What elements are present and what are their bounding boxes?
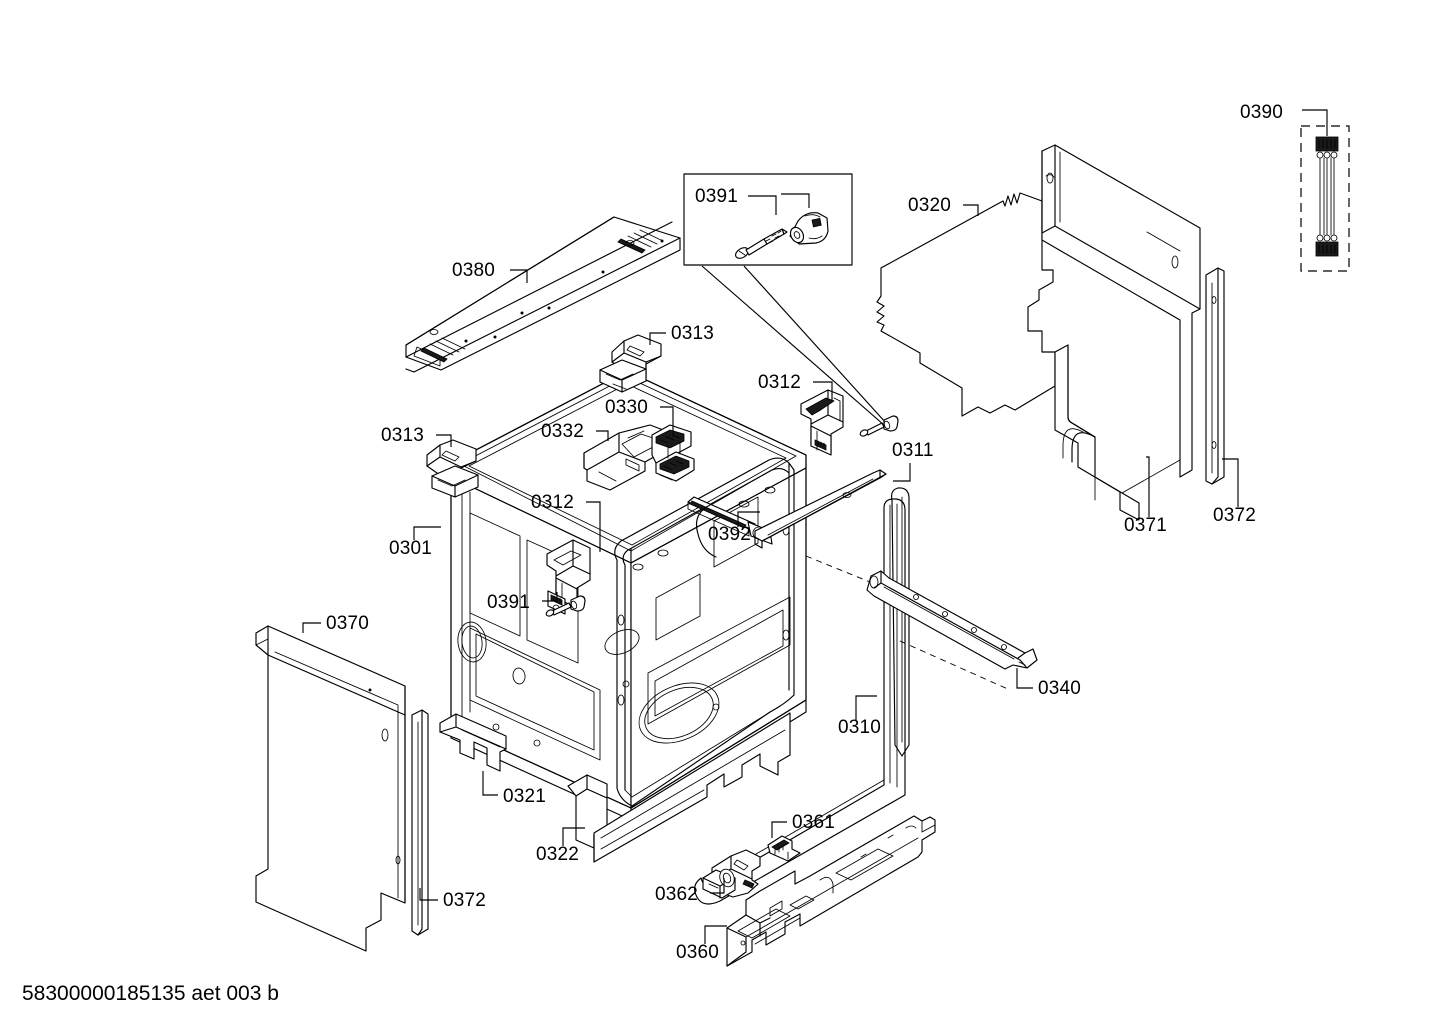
leader-line-0332 [596, 430, 609, 441]
callout-label-0330: 0330 [605, 397, 648, 418]
callout-label-0332: 0332 [541, 421, 584, 442]
callout-label-0370: 0370 [326, 613, 369, 634]
leader-line-0310 [855, 695, 877, 720]
leader-line-0372b [419, 888, 438, 901]
part-0313-bracket-left [426, 439, 479, 498]
callout-label-0322: 0322 [536, 844, 579, 865]
leader-0391-to-hardware [701, 265, 887, 426]
leader-line-0321 [482, 771, 498, 796]
leader-line-0312a [813, 381, 833, 400]
part-0360-base-tray [726, 815, 936, 967]
callout-group: 0390 0391 0320 0380 0313 0312 0330 0332 0313 0311… [302, 102, 1328, 963]
leader-line-0391b [542, 592, 558, 602]
part-0361-clip [767, 835, 801, 862]
part-0390-cable-harness [1300, 125, 1350, 272]
part-0320-rear-panel [876, 144, 1201, 521]
alignment-line-a [805, 555, 871, 583]
leader-line-0360 [704, 925, 727, 944]
leader-line-0301 [413, 526, 441, 540]
leader-line-0322 [562, 827, 585, 846]
part-0311-side-rail [754, 469, 887, 549]
leader-line-0330 [660, 406, 674, 434]
callout-label-0340: 0340 [1038, 678, 1081, 699]
leader-line-0362 [710, 878, 725, 894]
callout-label-0391b: 0391 [487, 592, 530, 613]
callout-label-0391a: 0391 [695, 186, 738, 207]
leader-line-0340 [1016, 668, 1033, 689]
part-0301-tub [450, 370, 807, 821]
part-0362-float-switch [702, 849, 761, 899]
part-0310-vertical-seal [891, 487, 910, 757]
callout-label-0362: 0362 [655, 884, 698, 905]
leader-line-0371 [1146, 456, 1150, 517]
leader-line-0312b [586, 501, 601, 552]
footer-part-code: 58300000185135 aet 003 b [22, 982, 279, 1005]
leader-line-0361 [771, 821, 787, 838]
screw-glyph [735, 228, 788, 259]
alignment-line-b [899, 640, 1011, 691]
leader-line-0370 [302, 622, 321, 633]
part-0391-screw-left [545, 595, 586, 617]
part-0370-door-panel [255, 625, 406, 952]
leader-line-0372a [1222, 458, 1239, 507]
leader-line-0313b [436, 434, 452, 447]
callout-label-0372a: 0372 [1213, 505, 1256, 526]
leader-line-0311 [893, 463, 911, 482]
callout-label-0301: 0301 [389, 538, 432, 559]
leader-line-0391a [748, 193, 810, 215]
part-0372-right-trim [1205, 267, 1225, 485]
callout-label-0392: 0392 [708, 524, 751, 545]
part-0330-lock-module [651, 424, 695, 482]
callout-label-0313a: 0313 [671, 323, 714, 344]
leader-line-0313a [649, 332, 666, 345]
callout-label-0361: 0361 [792, 812, 835, 833]
callout-label-0310: 0310 [838, 717, 881, 738]
part-0391-inset-box [683, 173, 853, 266]
callout-label-0380: 0380 [452, 260, 495, 281]
callout-label-0312b: 0312 [531, 492, 574, 513]
part-0321-base-support [439, 713, 507, 772]
leader-line-0320 [963, 204, 979, 216]
part-0372-left-trim [411, 709, 429, 936]
callout-label-0360: 0360 [676, 942, 719, 963]
hardware-near-0312 [859, 415, 899, 437]
part-0380-top-cover [405, 216, 681, 373]
part-0332-lock-cover [583, 424, 667, 491]
callout-label-0371: 0371 [1124, 515, 1167, 536]
callout-label-0312a: 0312 [758, 372, 801, 393]
callout-label-0311: 0311 [892, 440, 934, 461]
bushing-glyph [789, 212, 829, 245]
callout-label-0390: 0390 [1240, 102, 1283, 123]
leader-line-0390 [1302, 109, 1328, 136]
callout-label-0321: 0321 [503, 786, 546, 807]
leader-line-0392 [737, 511, 760, 527]
callout-label-0313b: 0313 [381, 425, 424, 446]
part-0313-bracket-right [599, 334, 662, 393]
part-0322-plinth [567, 712, 791, 863]
callout-label-0320: 0320 [908, 195, 951, 216]
callout-label-0372b: 0372 [443, 890, 486, 911]
part-0340-support-bar [866, 570, 1038, 670]
leader-line-0380 [510, 269, 528, 283]
part-0312-bracket-right [800, 389, 844, 456]
